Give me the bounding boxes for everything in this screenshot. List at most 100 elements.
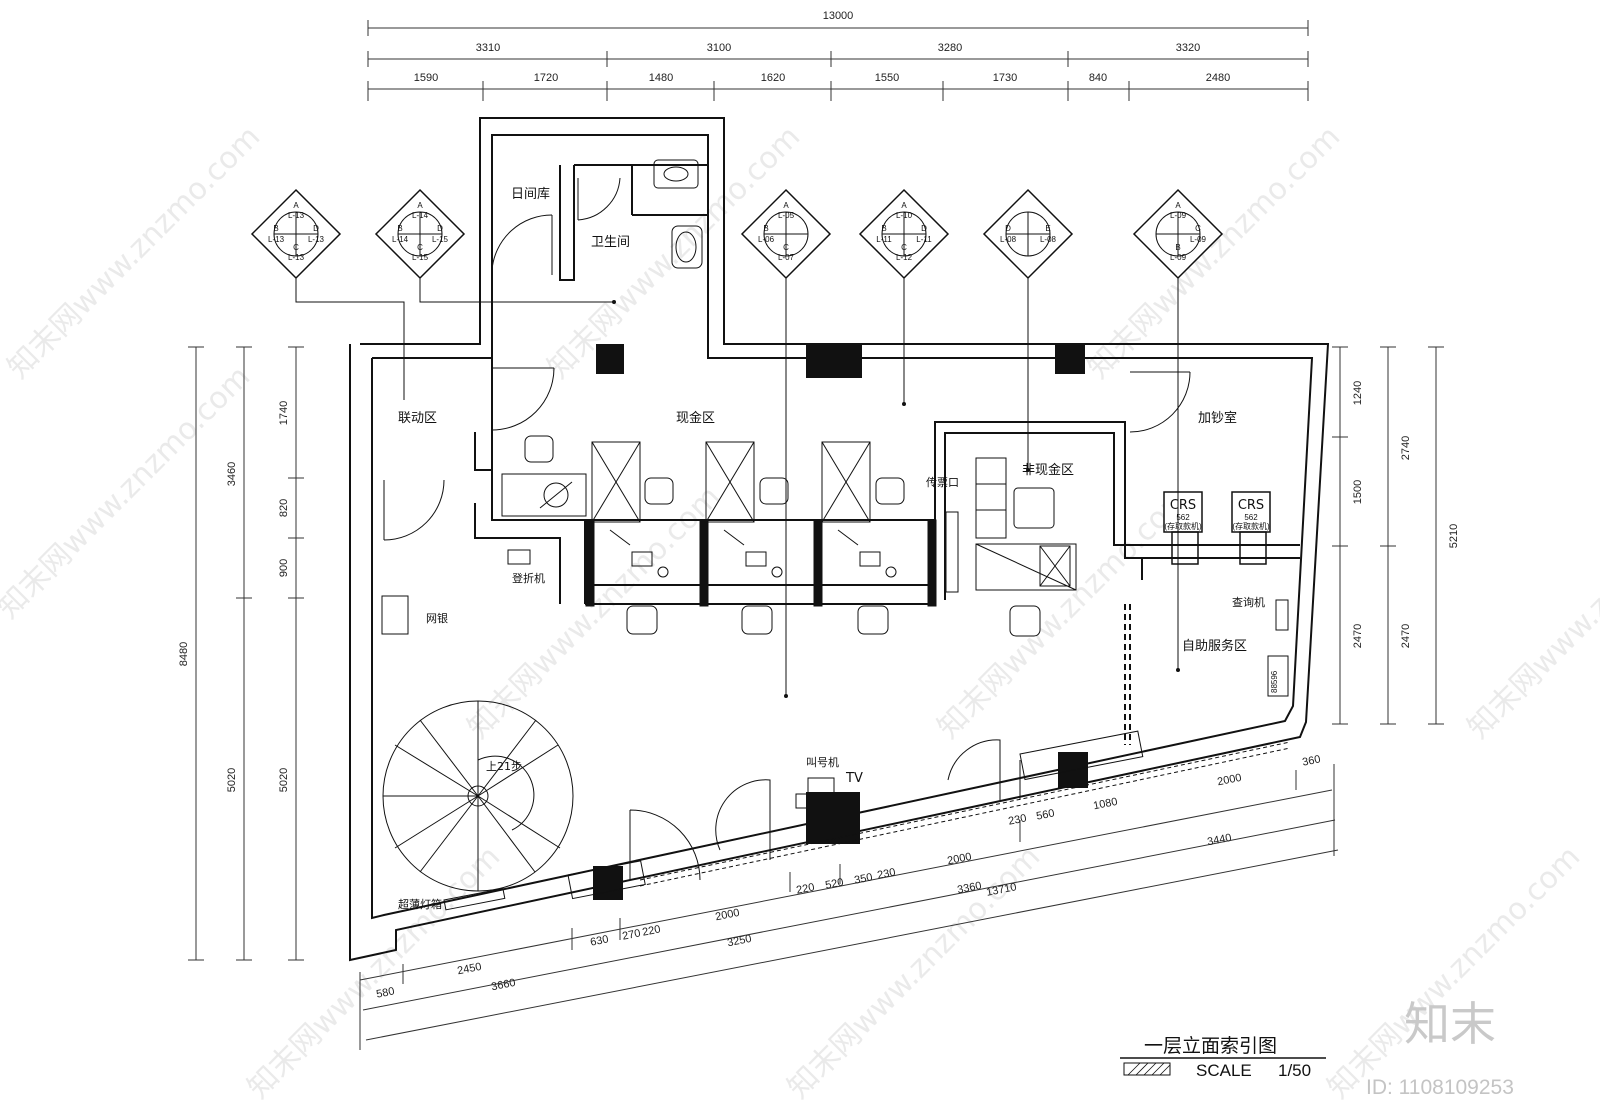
tag-bottom-code: L-15 xyxy=(412,253,429,262)
tag-right: C xyxy=(1195,224,1201,233)
tag-top: A xyxy=(901,201,907,210)
dim-top-seg: 3320 xyxy=(1176,42,1200,54)
crs-sub-2: 562 xyxy=(1244,513,1258,522)
tag-left: B xyxy=(881,224,886,233)
chair-icon xyxy=(645,478,673,504)
dim-bottom: 270 xyxy=(621,927,641,942)
watermark-text: 知末网www.znzmo.com xyxy=(1321,839,1587,1105)
tag-bottom: C xyxy=(293,243,299,252)
dim-top-sub: 1720 xyxy=(534,72,558,84)
tag-top: A xyxy=(783,201,789,210)
watermark-logo: 知末 xyxy=(1404,997,1496,1051)
tag-right: D xyxy=(313,224,319,233)
elevation-tag-2: A L-14 B L-14 D L-15 C L-15 xyxy=(376,190,464,278)
dim-left: 900 xyxy=(278,559,290,577)
drawing-title: 一层立面索引图 xyxy=(1144,1035,1277,1057)
dim-bottom: 13710 xyxy=(985,881,1017,899)
dim-bottom: 2000 xyxy=(714,907,740,923)
scale-label: SCALE xyxy=(1196,1061,1252,1080)
toilet-fixtures xyxy=(654,160,702,268)
squat-toilet-icon xyxy=(654,160,698,188)
dim-bottom: 630 xyxy=(589,933,609,948)
watermark-layer: 知末网www.znzmo.com 知末网www.znzmo.com 知末网www… xyxy=(0,119,1600,1105)
room-label-toilet: 卫生间 xyxy=(591,235,630,250)
dim-left: 5020 xyxy=(226,768,238,792)
dim-bottom: 2000 xyxy=(946,851,972,867)
dim-top-seg: 3100 xyxy=(707,42,731,54)
label-stairs: 上21步 xyxy=(486,760,522,773)
label-tv: TV xyxy=(845,771,863,786)
watermark-text: 知末网www.znzmo.com xyxy=(1461,479,1600,745)
watermark-text: 知末网www.znzmo.com xyxy=(931,479,1197,745)
dim-top-sub: 1480 xyxy=(649,72,673,84)
room-label-linkage: 联动区 xyxy=(398,411,437,426)
chair-icon xyxy=(760,478,788,504)
tag-left-code: L-06 xyxy=(758,235,775,244)
chair-icon xyxy=(627,606,657,634)
dim-top-sub: 1550 xyxy=(875,72,899,84)
round-chair-icon xyxy=(1014,488,1054,528)
chair-icon xyxy=(742,606,772,634)
tag-bottom: C xyxy=(901,243,907,252)
dim-left: 1740 xyxy=(278,401,290,425)
tag-bottom-code: L-13 xyxy=(288,253,305,262)
dim-top-sub: 1590 xyxy=(414,72,438,84)
non-cash-furniture xyxy=(946,458,1076,592)
dim-bottom: 3660 xyxy=(490,977,516,993)
dim-bottom: 3250 xyxy=(726,933,752,949)
label-online-banking: 网银 xyxy=(426,611,448,625)
chairs xyxy=(525,436,1054,636)
dim-bottom: 350 xyxy=(853,871,873,886)
watermark-text: 知末网www.znzmo.com xyxy=(1,119,267,385)
label-queue-machine: 叫号机 xyxy=(806,755,839,769)
wash-basin-icon xyxy=(672,226,702,268)
bottom-dimensions xyxy=(360,764,1338,1050)
tag-bottom-code: L-07 xyxy=(778,253,795,262)
dim-bottom: 520 xyxy=(824,876,844,891)
dim-top-sub: 2480 xyxy=(1206,72,1230,84)
dim-overall-width: 13000 xyxy=(823,10,854,22)
tag-top-code: L-14 xyxy=(412,211,429,220)
dim-left-overall: 8480 xyxy=(178,642,190,666)
online-banking-terminal-icon xyxy=(382,596,408,634)
tag-top: A xyxy=(417,201,423,210)
dim-left: 5020 xyxy=(278,768,290,792)
room-label-vault: 日间库 xyxy=(511,186,550,202)
tag-right: D xyxy=(437,224,443,233)
dim-bottom: 3360 xyxy=(956,880,982,896)
tag-top-code: L-05 xyxy=(778,211,795,220)
doors xyxy=(384,178,1190,880)
dim-right: 2470 xyxy=(1352,624,1364,648)
watermark-text: 知末网www.znzmo.com xyxy=(0,359,257,625)
top-dimensions xyxy=(368,20,1308,101)
tag-bottom: B xyxy=(1175,243,1180,252)
tag-left-code: L-11 xyxy=(876,235,892,244)
tag-right: D xyxy=(921,224,927,233)
watermark-id: ID: 1108109253 xyxy=(1366,1076,1514,1099)
title-block: 一层立面索引图 SCALE 1/50 xyxy=(1120,1035,1326,1080)
tag-top-code: L-13 xyxy=(288,211,305,220)
dim-top-sub: 1730 xyxy=(993,72,1017,84)
crs-label-2: CRS xyxy=(1238,498,1264,513)
tag-left: B xyxy=(763,224,768,233)
crs-machines xyxy=(1164,492,1270,564)
tag-left-code: L-13 xyxy=(268,235,285,244)
chair-icon xyxy=(1010,606,1040,636)
dim-bottom: 220 xyxy=(795,881,815,896)
tag-bottom-code: L-12 xyxy=(896,253,913,262)
tag-right-code: L-11 xyxy=(916,235,932,244)
leader-dots xyxy=(612,300,1180,698)
dim-bottom: 560 xyxy=(1035,807,1055,822)
scale-value: 1/50 xyxy=(1278,1061,1311,1080)
watermark-text: 知末网www.znzmo.com xyxy=(1081,119,1347,385)
storefront-glazing xyxy=(568,731,1290,898)
chair-icon xyxy=(858,606,888,634)
dim-right-overall: 5210 xyxy=(1448,524,1460,548)
chair-icon xyxy=(876,478,904,504)
label-inquiry-machine: 查询机 xyxy=(1232,595,1265,609)
elevation-tags: A L-13 B L-13 D L-13 C L-13 A L-14 B L-1… xyxy=(252,190,1222,278)
dim-bottom: 580 xyxy=(375,985,395,1000)
label-passbook-machine: 登折机 xyxy=(512,571,545,585)
dim-bottom: 360 xyxy=(1301,753,1321,768)
